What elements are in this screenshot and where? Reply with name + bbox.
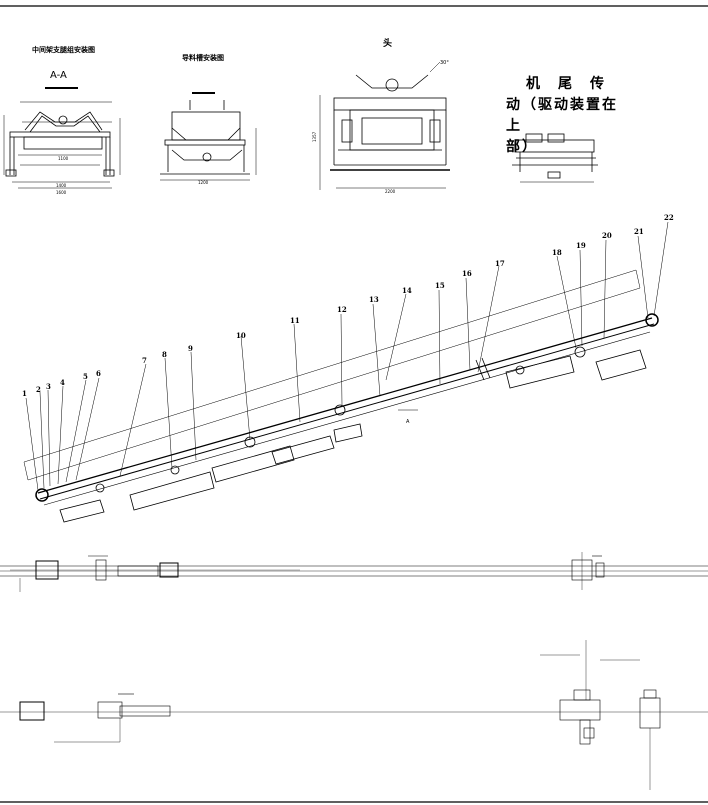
- inner-width-dim: 1100: [58, 156, 69, 161]
- callout-2: 2: [36, 385, 41, 394]
- plan-view-upper: [0, 552, 708, 592]
- head-title: 头: [383, 37, 392, 49]
- callout-5: 5: [83, 372, 88, 381]
- callout-12: 12: [337, 305, 347, 314]
- width-b-dim: 1600: [56, 190, 67, 195]
- tail-drive-view: [512, 133, 598, 183]
- callout-9: 9: [188, 344, 193, 353]
- callout-14: 14: [402, 286, 412, 295]
- callout-20: 20: [602, 231, 612, 240]
- mid-bracket-view: 中间架支腿组安装图 A-A 1100 1400 1600: [3, 45, 121, 195]
- callout-1: 1: [22, 389, 27, 398]
- callout-21: 21: [634, 227, 644, 236]
- guide-chute-view: 导料槽安装图 1200: [160, 53, 257, 185]
- head-angle-dim: 30°: [440, 60, 449, 66]
- head-view: 头 30° 2200 1357: [312, 37, 450, 194]
- section-label: A-A: [50, 70, 67, 81]
- head-width-dim: 2200: [385, 189, 396, 194]
- guide-width-dim: 1200: [198, 180, 209, 185]
- callout-22: 22: [664, 213, 674, 222]
- callout-3: 3: [46, 382, 51, 391]
- callout-10: 10: [236, 331, 246, 340]
- callout-11: 11: [290, 316, 300, 325]
- head-height-dim: 1357: [312, 131, 317, 142]
- callout-19: 19: [576, 241, 586, 250]
- callout-7: 7: [142, 356, 147, 365]
- callout-4: 4: [60, 378, 65, 387]
- callout-16: 16: [462, 269, 472, 278]
- callout-15: 15: [435, 281, 445, 290]
- mid-bracket-title: 中间架支腿组安装图: [32, 45, 95, 54]
- frame: [0, 5, 708, 803]
- plan-view-lower: [0, 640, 708, 790]
- callout-18: 18: [552, 248, 562, 257]
- tail-drive-note-line3: 部）: [506, 139, 538, 155]
- callout-8: 8: [162, 350, 167, 359]
- section-marker: A: [406, 419, 410, 425]
- callout-13: 13: [369, 295, 379, 304]
- width-a-dim: 1400: [56, 183, 67, 188]
- callout-6: 6: [96, 369, 101, 378]
- callout-17: 17: [495, 259, 505, 268]
- conveyor-elevation: A: [23, 221, 669, 523]
- tail-drive-note-line2: 动（驱动装置在上: [506, 97, 618, 134]
- callout-numbers: 1 2 3 4 5 6 7 8 9 10 11 12 13 14 15 16 1…: [22, 213, 674, 398]
- tail-drive-note-line1: 机尾传: [526, 76, 622, 92]
- guide-chute-title: 导料槽安装图: [182, 53, 224, 62]
- tail-drive-note: 机尾传 动（驱动装置在上 部）: [506, 74, 624, 158]
